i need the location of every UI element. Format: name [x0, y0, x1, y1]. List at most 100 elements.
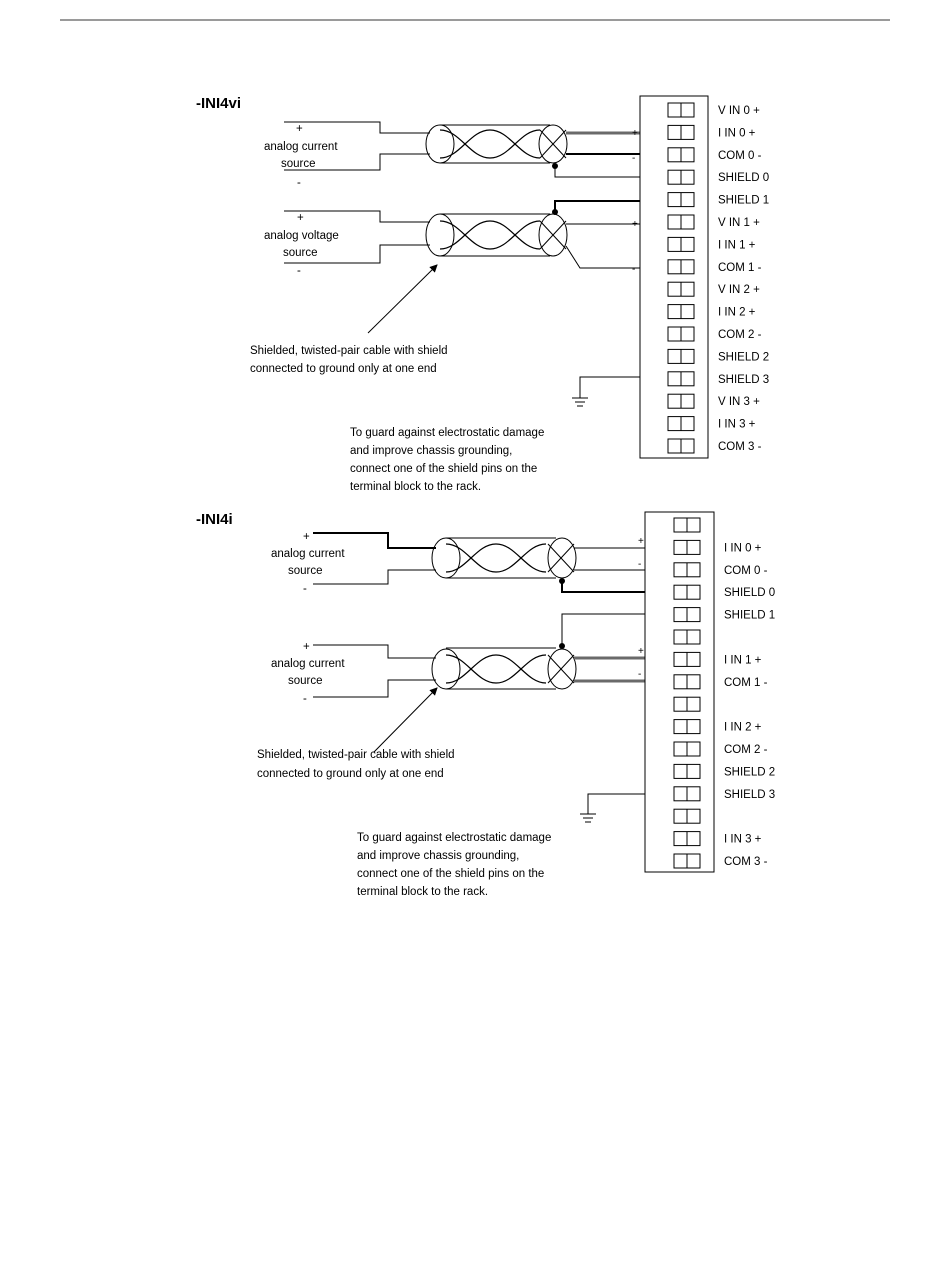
page-header-rule — [60, 19, 890, 21]
source-name-line-2: source — [288, 565, 323, 577]
terminal-rows: I IN 0 + COM 0 - SHIELD 0 SHIELD 1 I IN 1 + C… — [673, 517, 775, 869]
terminal-label: I IN 0 + — [718, 127, 756, 139]
terminal-label: V IN 2 + — [718, 284, 760, 296]
diagram-title: -INI4i — [196, 511, 233, 528]
wire-sign: - — [632, 153, 635, 164]
source-plus-label: + — [296, 123, 303, 135]
shield-junction — [559, 578, 565, 584]
guard-note-line: and improve chassis grounding, — [357, 850, 519, 862]
terminal-label: I IN 2 + — [718, 307, 756, 319]
terminal-row: V IN 3 + — [667, 393, 760, 409]
wire-sign: + — [638, 536, 644, 547]
terminal-row: I IN 3 + — [667, 416, 756, 432]
guard-note-line: To guard against electrostatic damage — [350, 427, 544, 439]
terminal-row: COM 2 - — [673, 741, 768, 757]
source-name-line-1: analog voltage — [264, 230, 339, 242]
cable-pointer-arrow — [367, 264, 438, 334]
terminal-row: SHIELD 1 — [673, 607, 775, 623]
source-name-line-1: analog current — [271, 548, 345, 560]
cable-note-line: Shielded, twisted-pair cable with shield — [257, 749, 455, 761]
twisted-pair-cable-2 — [431, 647, 577, 690]
terminal-row: SHIELD 1 — [667, 192, 769, 208]
terminal-row: I IN 0 + — [673, 539, 762, 555]
wire-shield1 — [561, 613, 674, 646]
wire-shield1 — [554, 200, 668, 212]
terminal-label: I IN 1 + — [718, 239, 756, 251]
terminal-row: I IN 1 + — [673, 651, 762, 667]
terminal-row: COM 2 - — [667, 326, 762, 342]
terminal-label: I IN 0 + — [724, 542, 762, 554]
source-plus-label: + — [303, 641, 310, 653]
terminal-row — [673, 629, 701, 645]
guard-note-line: terminal block to the rack. — [350, 481, 481, 493]
terminal-label: I IN 3 + — [724, 834, 762, 846]
twisted-pair-cable-1 — [431, 537, 577, 579]
terminal-label: COM 2 - — [718, 329, 762, 341]
terminal-rows: V IN 0 + I IN 0 + COM 0 - SHIELD 0 SHIELD 1 V… — [667, 102, 769, 454]
terminal-label: SHIELD 1 — [724, 610, 775, 622]
analog-current-source-1: + analog current source - — [271, 531, 345, 595]
terminal-row: COM 3 - — [673, 853, 768, 869]
source-name-line-1: analog current — [264, 141, 338, 153]
terminal-label: I IN 1 + — [724, 654, 762, 666]
terminal-row: I IN 3 + — [673, 831, 762, 847]
terminal-row: V IN 1 + — [667, 214, 760, 230]
terminal-row: SHIELD 2 — [673, 763, 775, 779]
analog-voltage-source: + analog voltage source - — [264, 212, 339, 277]
cable-note-line: Shielded, twisted-pair cable with shield — [250, 345, 448, 357]
terminal-row: COM 0 - — [673, 562, 768, 578]
terminal-label: SHIELD 1 — [718, 195, 769, 207]
source-1-wires — [284, 121, 430, 171]
source-minus-label: - — [303, 693, 307, 705]
wire-sign: - — [632, 264, 635, 275]
terminal-label: SHIELD 3 — [724, 789, 775, 801]
shield-junction — [552, 163, 558, 169]
terminal-row: I IN 0 + — [667, 124, 756, 140]
cable-note-line: connected to ground only at one end — [257, 768, 444, 780]
shield-junction — [559, 643, 565, 649]
cable-pointer-arrow — [373, 687, 438, 753]
terminal-label: SHIELD 2 — [718, 351, 769, 363]
twisted-pair-cable-2 — [425, 213, 568, 257]
diagram-title: -INI4vi — [196, 95, 241, 112]
guard-note-line: To guard against electrostatic damage — [357, 832, 551, 844]
wire-sign: - — [638, 559, 641, 570]
terminal-label: COM 0 - — [718, 150, 762, 162]
guard-note-line: terminal block to the rack. — [357, 886, 488, 898]
terminal-row: SHIELD 3 — [673, 786, 775, 802]
terminal-row — [673, 696, 701, 712]
terminal-row: SHIELD 3 — [667, 371, 769, 387]
terminal-label: SHIELD 0 — [724, 587, 775, 599]
terminal-row: COM 3 - — [667, 438, 762, 454]
terminal-row: I IN 2 + — [673, 719, 762, 735]
terminal-row: V IN 2 + — [667, 281, 760, 297]
analog-current-source-2: + analog current source - — [271, 641, 345, 705]
terminal-row — [673, 808, 701, 824]
source-plus-label: + — [303, 531, 310, 543]
wire-sign: + — [638, 646, 644, 657]
guard-note-line: connect one of the shield pins on the — [357, 868, 544, 880]
wire-sign: + — [632, 219, 638, 230]
source-2-wires — [284, 210, 430, 264]
terminal-label: I IN 2 + — [724, 722, 762, 734]
terminal-label: COM 3 - — [724, 856, 768, 868]
terminal-row: SHIELD 2 — [667, 348, 769, 364]
source-name-line-2: source — [283, 247, 318, 259]
source-name-line-2: source — [281, 158, 316, 170]
terminal-label: COM 2 - — [724, 744, 768, 756]
guard-note-line: connect one of the shield pins on the — [350, 463, 537, 475]
terminal-label: V IN 3 + — [718, 396, 760, 408]
terminal-label: I IN 3 + — [718, 419, 756, 431]
source-minus-label: - — [297, 177, 301, 189]
twisted-pair-cable-1 — [425, 124, 568, 164]
terminal-label: SHIELD 3 — [718, 374, 769, 386]
terminal-label: COM 0 - — [724, 565, 768, 577]
terminal-row: SHIELD 0 — [667, 169, 769, 185]
diagram-ini4i: -INI4i + analog current source - + analo… — [196, 511, 775, 898]
wire-com1 — [565, 245, 668, 269]
diagram-ini4vi: -INI4vi + analog current source - + anal… — [196, 95, 769, 493]
source-name-line-2: source — [288, 675, 323, 687]
terminal-row: V IN 0 + — [667, 102, 760, 118]
shield-junction — [552, 209, 558, 215]
terminal-row: COM 0 - — [667, 147, 762, 163]
